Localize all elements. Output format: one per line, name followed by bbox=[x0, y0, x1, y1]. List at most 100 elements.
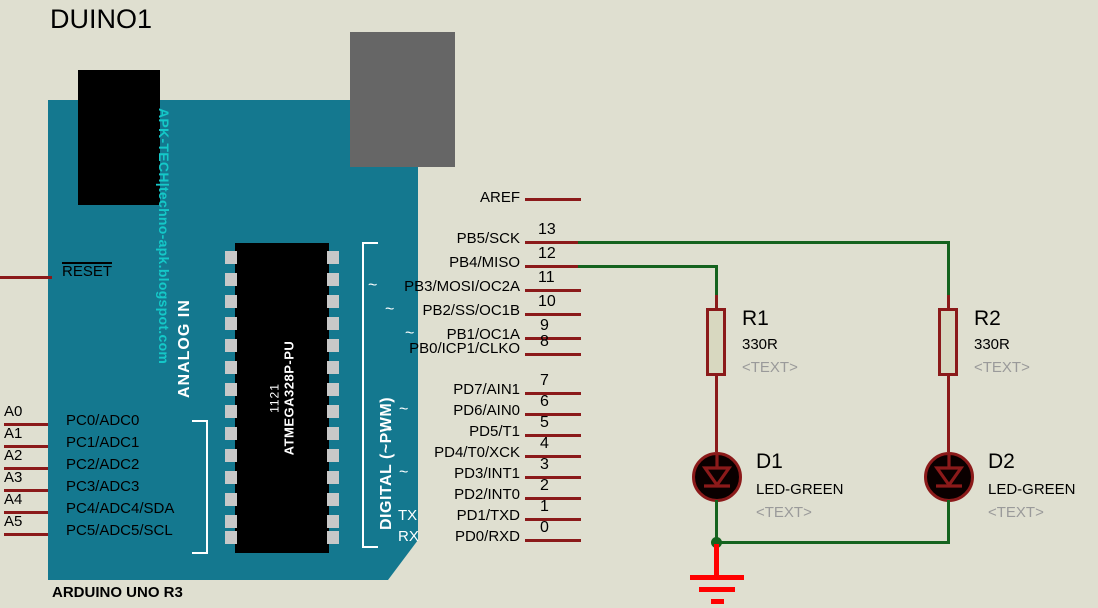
d1-diode-symbol bbox=[701, 455, 733, 488]
wire-d2-cathode[interactable] bbox=[947, 500, 950, 544]
pwm-marker-5: ~ bbox=[383, 422, 393, 439]
r1-value-label: 330R bbox=[742, 336, 778, 353]
chip-pins-right bbox=[327, 243, 339, 553]
r1-body[interactable] bbox=[706, 308, 726, 376]
analog-pin-stub-a2[interactable] bbox=[4, 467, 48, 470]
digital-pin-label-11: PB3/MOSI/OC2A bbox=[404, 278, 520, 295]
pin-number-13: 13 bbox=[538, 221, 556, 238]
board-watermark: APK-TECH|techno-apk.blogspot.com bbox=[156, 108, 172, 365]
d2-led-body[interactable] bbox=[924, 452, 974, 502]
pin-number-8: 8 bbox=[540, 333, 549, 350]
net-label-a5: A5 bbox=[4, 513, 23, 530]
digital-pin-label-7: PD7/AIN1 bbox=[453, 381, 520, 398]
digital-pin-stub-6[interactable] bbox=[525, 413, 581, 416]
analog-in-section-label: ANALOG IN bbox=[176, 299, 193, 398]
wire-pin13-horizontal[interactable] bbox=[578, 241, 950, 244]
digital-pin-label-9: PB1/OC1A bbox=[446, 326, 520, 343]
digital-section-bracket bbox=[362, 242, 378, 548]
serial-marker-rx: RX bbox=[398, 528, 419, 545]
analog-pin-stub-a4[interactable] bbox=[4, 511, 48, 514]
digital-pin-stub-2[interactable] bbox=[525, 497, 581, 500]
pin-number-3: 3 bbox=[540, 456, 549, 473]
r2-body[interactable] bbox=[938, 308, 958, 376]
board-name-label: ARDUINO UNO R3 bbox=[52, 584, 183, 601]
digital-pin-stub-3[interactable] bbox=[525, 476, 581, 479]
d2-text-placeholder: <TEXT> bbox=[988, 504, 1044, 521]
analog-pin-label-a2: PC2/ADC2 bbox=[66, 456, 140, 473]
chip-marking: 1121 ATMEGA328P-PU bbox=[268, 341, 297, 456]
usb-connector bbox=[350, 32, 455, 167]
d1-value-label: LED-GREEN bbox=[756, 481, 844, 498]
aref-pin-stub[interactable] bbox=[525, 198, 581, 201]
r2-top-lead bbox=[947, 295, 950, 311]
pwm-marker-6: ~ bbox=[399, 401, 409, 418]
digital-pin-stub-4[interactable] bbox=[525, 455, 581, 458]
digital-pin-label-3: PD3/INT1 bbox=[454, 465, 520, 482]
pwm-marker-3: ~ bbox=[399, 464, 409, 481]
pin-number-1: 1 bbox=[540, 498, 549, 515]
analog-pin-stub-a5[interactable] bbox=[4, 533, 48, 536]
analog-pin-label-a3: PC3/ADC3 bbox=[66, 478, 140, 495]
analog-pin-stub-a3[interactable] bbox=[4, 489, 48, 492]
wire-pin12-vertical[interactable] bbox=[715, 265, 718, 303]
pin-number-2: 2 bbox=[540, 477, 549, 494]
digital-pin-stub-9[interactable] bbox=[525, 337, 581, 340]
digital-pin-label-5: PD5/T1 bbox=[469, 423, 520, 440]
r2-text-placeholder: <TEXT> bbox=[974, 359, 1030, 376]
pin-number-4: 4 bbox=[540, 435, 549, 452]
digital-pin-stub-5[interactable] bbox=[525, 434, 581, 437]
r1-top-lead bbox=[715, 295, 718, 311]
digital-pin-label-10: PB2/SS/OC1B bbox=[422, 302, 520, 319]
wire-ground-bus[interactable] bbox=[715, 541, 950, 544]
pwm-marker-11: ~ bbox=[368, 277, 378, 294]
r1-text-placeholder: <TEXT> bbox=[742, 359, 798, 376]
wire-pin13-vertical[interactable] bbox=[947, 241, 950, 303]
analog-section-bracket bbox=[192, 420, 208, 554]
net-label-a2: A2 bbox=[4, 447, 23, 464]
ground-stem bbox=[714, 544, 719, 576]
reset-pin-stub[interactable] bbox=[0, 276, 52, 279]
ground-bar-3 bbox=[711, 599, 724, 604]
wire-r2-to-d2[interactable] bbox=[947, 386, 950, 452]
r1-reference-label: R1 bbox=[742, 307, 769, 330]
r2-bottom-lead bbox=[947, 374, 950, 390]
digital-pin-stub-1[interactable] bbox=[525, 518, 581, 521]
r1-bottom-lead bbox=[715, 374, 718, 390]
pin-number-7: 7 bbox=[540, 372, 549, 389]
digital-pin-stub-0[interactable] bbox=[525, 539, 581, 542]
ground-junction-dot bbox=[711, 537, 722, 548]
digital-pwm-section-label: DIGITAL (~PWM) bbox=[378, 396, 395, 530]
digital-pin-stub-7[interactable] bbox=[525, 392, 581, 395]
pin-number-12: 12 bbox=[538, 245, 556, 262]
wire-r1-to-d1[interactable] bbox=[715, 386, 718, 452]
pin-number-9: 9 bbox=[540, 317, 549, 334]
chip-date-code: 1121 bbox=[267, 383, 282, 413]
wire-d1-cathode[interactable] bbox=[715, 500, 718, 544]
serial-marker-tx: TX bbox=[398, 507, 418, 524]
ground-bar-1 bbox=[690, 575, 744, 580]
analog-pin-stub-a0[interactable] bbox=[4, 423, 48, 426]
microcontroller-chip[interactable]: 1121 ATMEGA328P-PU bbox=[225, 243, 339, 553]
net-label-a4: A4 bbox=[4, 491, 23, 508]
analog-pin-label-a0: PC0/ADC0 bbox=[66, 412, 140, 429]
digital-pin-stub-10[interactable] bbox=[525, 313, 581, 316]
schematic-title: DUINO1 bbox=[50, 4, 153, 34]
pin-number-5: 5 bbox=[540, 414, 549, 431]
pin-number-11: 11 bbox=[538, 269, 555, 286]
net-label-a3: A3 bbox=[4, 469, 23, 486]
power-jack-connector bbox=[78, 70, 160, 205]
d1-led-body[interactable] bbox=[692, 452, 742, 502]
wire-pin12-horizontal[interactable] bbox=[578, 265, 718, 268]
digital-pin-label-12: PB4/MISO bbox=[449, 254, 520, 271]
digital-pin-stub-13[interactable] bbox=[525, 241, 581, 244]
digital-pin-stub-12[interactable] bbox=[525, 265, 581, 268]
analog-pin-label-a4: PC4/ADC4/SDA bbox=[66, 500, 175, 517]
analog-pin-stub-a1[interactable] bbox=[4, 445, 48, 448]
d2-reference-label: D2 bbox=[988, 450, 1015, 473]
digital-pin-stub-8[interactable] bbox=[525, 353, 581, 356]
pin-number-10: 10 bbox=[538, 293, 556, 310]
digital-pin-stub-11[interactable] bbox=[525, 289, 581, 292]
digital-pin-label-1: PD1/TXD bbox=[456, 507, 520, 524]
d2-diode-symbol bbox=[933, 455, 965, 488]
